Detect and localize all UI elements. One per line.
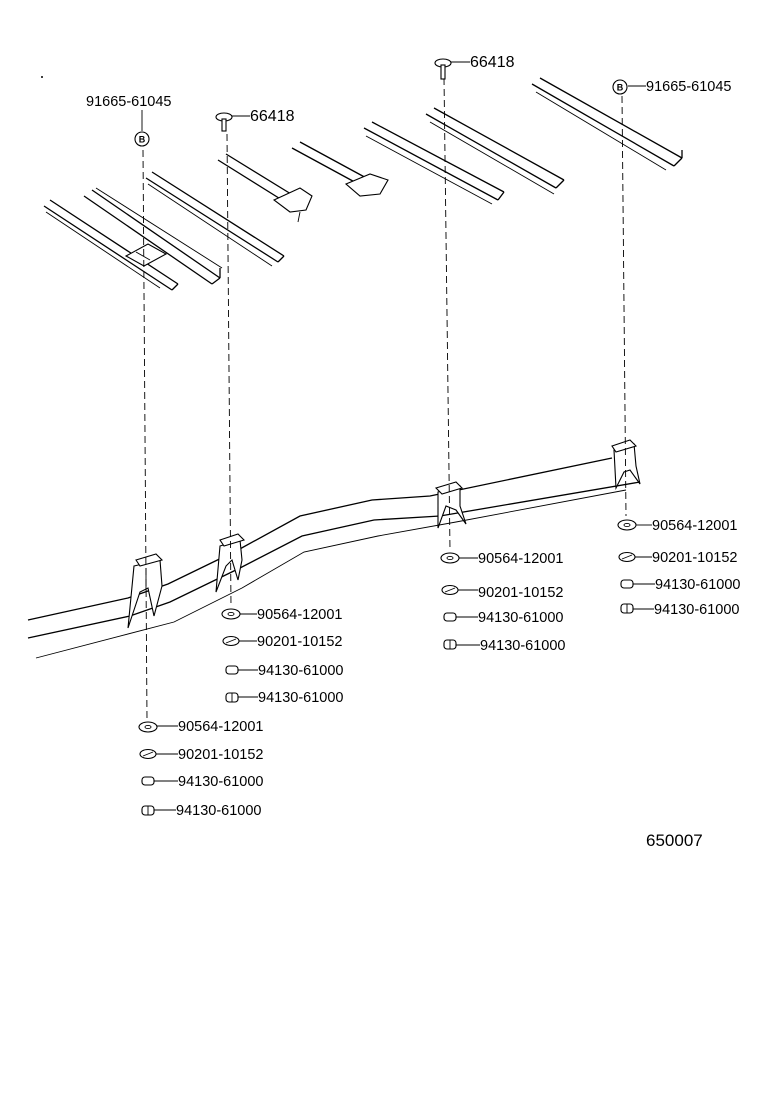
- svg-text:90564-12001: 90564-12001: [257, 607, 342, 623]
- clip-right: [434, 58, 452, 80]
- hardware-group-3: 90564-12001 90201-10152 94130-61000 9413…: [440, 551, 565, 654]
- bracket-4: [611, 439, 641, 491]
- svg-text:90201-10152: 90201-10152: [652, 550, 737, 566]
- label-clip-left: 66418: [250, 108, 295, 125]
- bolt-seat-plate: [124, 243, 168, 267]
- cross-sill-8: [531, 77, 683, 171]
- hardware-group-1: 90564-12001 90201-10152 94130-61000 9413…: [138, 719, 263, 819]
- svg-text:90201-10152: 90201-10152: [257, 634, 342, 650]
- cross-sill-7: [425, 107, 565, 195]
- svg-text:90564-12001: 90564-12001: [652, 518, 737, 534]
- svg-text:90201-10152: 90201-10152: [478, 585, 563, 601]
- svg-text:90564-12001: 90564-12001: [178, 719, 263, 735]
- hardware-group-4: 90564-12001 90201-10152 94130-61000 9413…: [617, 518, 740, 618]
- svg-text:90564-12001: 90564-12001: [478, 551, 563, 567]
- svg-text:94130-61000: 94130-61000: [178, 774, 263, 790]
- centerline-4: [621, 95, 627, 517]
- svg-text:94130-61000: 94130-61000: [478, 610, 563, 626]
- cross-sill-4: [217, 153, 313, 223]
- cross-sill-2: [83, 187, 223, 285]
- svg-text:94130-61000: 94130-61000: [480, 638, 565, 654]
- bolt-b-marker-right: B: [612, 79, 628, 95]
- svg-text:94130-61000: 94130-61000: [258, 690, 343, 706]
- centerline-2: [226, 133, 232, 607]
- cross-sill-3: [145, 171, 285, 267]
- svg-text:94130-61000: 94130-61000: [655, 577, 740, 593]
- svg-text:94130-61000: 94130-61000: [176, 803, 261, 819]
- svg-text:94130-61000: 94130-61000: [654, 602, 739, 618]
- centerline-3: [443, 77, 451, 551]
- svg-text:90201-10152: 90201-10152: [178, 747, 263, 763]
- label-clip-right: 66418: [470, 54, 515, 71]
- cross-sill-5: [291, 141, 389, 197]
- clip-left: [215, 112, 233, 132]
- cross-sill-6: [363, 121, 505, 205]
- bracket-2: [215, 533, 246, 593]
- bracket-1: [127, 553, 164, 629]
- hardware-group-2: 90564-12001 90201-10152 94130-61000 9413…: [221, 607, 343, 706]
- diagram-reference-number: 650007: [646, 831, 703, 850]
- centerline-1: [142, 149, 148, 721]
- label-bolt-right: 91665-61045: [646, 79, 731, 95]
- bolt-b-marker-left: B: [134, 131, 150, 147]
- label-bolt-left: 91665-61045: [86, 94, 171, 110]
- svg-text:B: B: [139, 135, 146, 145]
- speck-mark: [41, 76, 43, 78]
- svg-text:94130-61000: 94130-61000: [258, 663, 343, 679]
- svg-text:B: B: [617, 83, 624, 93]
- cross-sill-1: [43, 199, 179, 291]
